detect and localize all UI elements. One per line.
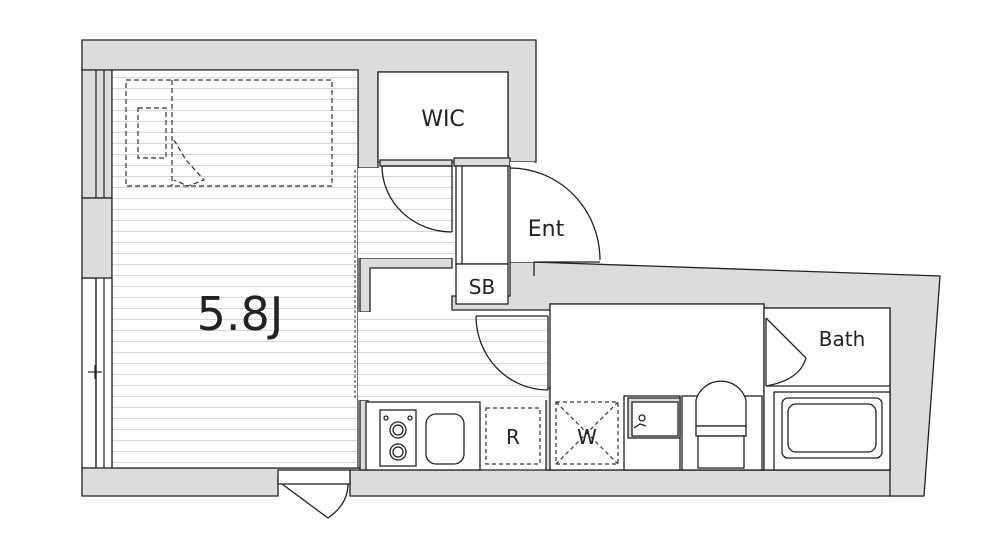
refrigerator-label: R bbox=[506, 425, 520, 449]
bed bbox=[125, 79, 333, 187]
shoe-box-column bbox=[453, 157, 511, 305]
bottom-door bbox=[277, 469, 351, 519]
left-wall-pier bbox=[81, 197, 113, 279]
entrance-area bbox=[509, 162, 601, 276]
left-wall bbox=[81, 69, 113, 199]
left-wall-lower bbox=[81, 277, 97, 469]
wash-basin bbox=[623, 395, 681, 471]
toilet bbox=[681, 380, 763, 471]
bathtub bbox=[773, 391, 891, 471]
corridor-floor bbox=[358, 168, 454, 258]
wic-label: WIC bbox=[421, 107, 465, 132]
refrigerator-space bbox=[485, 407, 541, 465]
kitchen-floor bbox=[358, 312, 548, 400]
window-left bbox=[88, 70, 113, 468]
partition-wall bbox=[359, 257, 453, 313]
wic-room bbox=[377, 71, 509, 163]
main-room-size-label: 5.8J bbox=[197, 287, 284, 341]
bath-label: Bath bbox=[819, 327, 866, 351]
entrance-label: Ent bbox=[528, 217, 565, 242]
washer-label: W bbox=[577, 425, 597, 449]
washer-space bbox=[555, 401, 619, 465]
wic-door bbox=[379, 159, 453, 233]
washroom-door bbox=[475, 315, 549, 391]
bottom-wall-right bbox=[349, 469, 925, 497]
bath-door bbox=[765, 317, 890, 387]
kitchen-counter bbox=[365, 401, 481, 471]
shoe-box-label: SB bbox=[469, 275, 495, 299]
main-room-floor bbox=[111, 69, 359, 469]
